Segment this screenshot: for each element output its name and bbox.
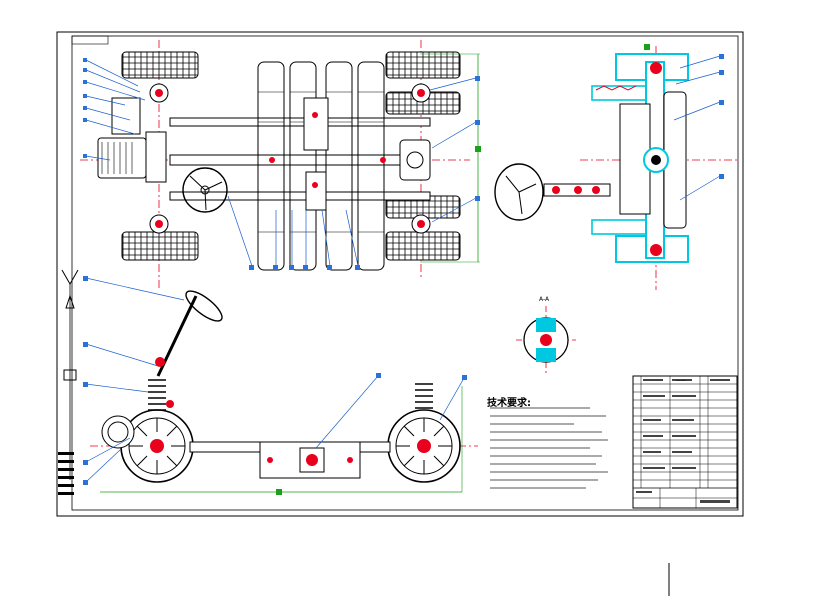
spring-icon: [148, 379, 433, 411]
steering-wheel-icon: [185, 290, 223, 322]
side-view: [58, 269, 478, 495]
corner-label-box: [71, 35, 109, 45]
wheel-rim-icon: [120, 409, 461, 483]
title-block-caption: ——: [676, 378, 686, 384]
steering-wheel-icon: [494, 163, 544, 221]
plan-view: [80, 40, 481, 290]
technical-requirements-notes: [490, 407, 608, 489]
gearbox-icon: [97, 97, 167, 183]
outer-frame: [56, 31, 744, 517]
end-view: [494, 44, 740, 290]
inner-frame: [71, 35, 739, 511]
section-view-label: A-A: [539, 296, 550, 303]
tire-icon: [121, 51, 461, 261]
steering-wheel-icon: [182, 167, 228, 213]
section-view: [516, 306, 576, 374]
technical-requirements-title: 技术要求:: [487, 398, 531, 409]
spring-icon: [257, 61, 385, 271]
title-block: [632, 375, 738, 509]
title-block-text: [636, 379, 730, 503]
